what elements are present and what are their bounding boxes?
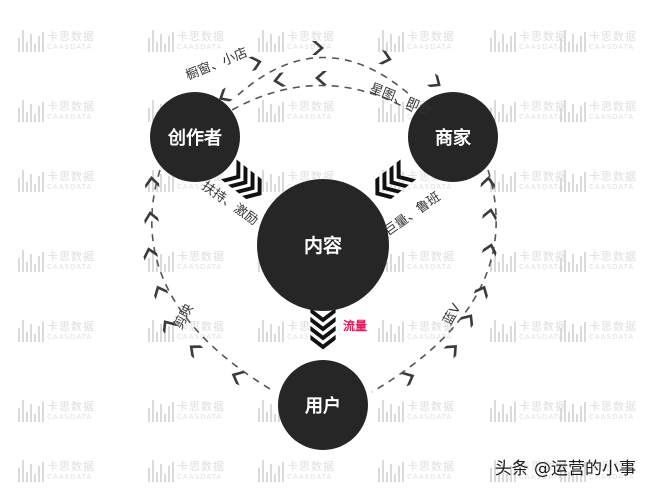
chevron-right-up [473, 285, 488, 300]
label-right-outer: 蓝V [440, 301, 464, 328]
node-creator-label: 创作者 [167, 127, 222, 149]
chevron-left-up [162, 320, 177, 335]
chevron-right-up [480, 176, 495, 189]
chevron-right-up [482, 208, 497, 222]
node-creator[interactable]: 创作者 [150, 92, 240, 182]
node-content-label: 内容 [304, 234, 342, 257]
chevron-right-up [459, 314, 474, 329]
ring-chevrons [143, 41, 497, 387]
label-top: 橱窗、小店 [184, 45, 250, 84]
chevron-left-up [231, 371, 246, 386]
chevron-top-right [426, 73, 441, 88]
chevron-top-right [312, 41, 324, 55]
node-creator-circle [150, 92, 240, 182]
dashed-ring [151, 56, 497, 393]
chevron-top-right [248, 56, 262, 72]
node-merchant-circle [408, 92, 498, 182]
footer-credit: 头条 @运营的小事 [494, 459, 636, 479]
node-user-label: 用户 [305, 395, 341, 417]
chevron-left-up [154, 285, 169, 300]
chevron-left-up [144, 211, 159, 225]
chevron-left-up [189, 345, 204, 359]
ring-top-outer [237, 56, 411, 96]
arrow-merchant-to-content [374, 157, 418, 200]
node-merchant[interactable]: 商家 [408, 92, 498, 182]
node-content-circle [257, 179, 389, 311]
node-content[interactable]: 内容 [257, 179, 389, 311]
label-top-right: 星图、即合 [368, 81, 434, 119]
arrow-creator-to-content [219, 157, 263, 200]
chevron-top-right [378, 49, 392, 65]
chevron-left-up [143, 247, 159, 261]
chevron-top-left [218, 87, 233, 102]
chevron-right-up [443, 345, 457, 359]
chevron-top-left [273, 72, 287, 87]
chevron-top-left [315, 71, 327, 85]
label-traffic: 流量 [343, 318, 367, 333]
chevron-right-up [481, 243, 497, 257]
chevron-right-up [400, 372, 415, 387]
label-left-outer: 剪映 [170, 301, 196, 331]
inner-arrows [219, 157, 418, 351]
arrow-content-to-user [309, 306, 337, 351]
chevron-left-up [145, 176, 160, 189]
node-user[interactable]: 用户 [278, 360, 368, 450]
node-user-circle [278, 360, 368, 450]
ring-top-inner [231, 84, 414, 113]
ring-left [151, 169, 276, 393]
node-merchant-label: 商家 [435, 127, 472, 149]
